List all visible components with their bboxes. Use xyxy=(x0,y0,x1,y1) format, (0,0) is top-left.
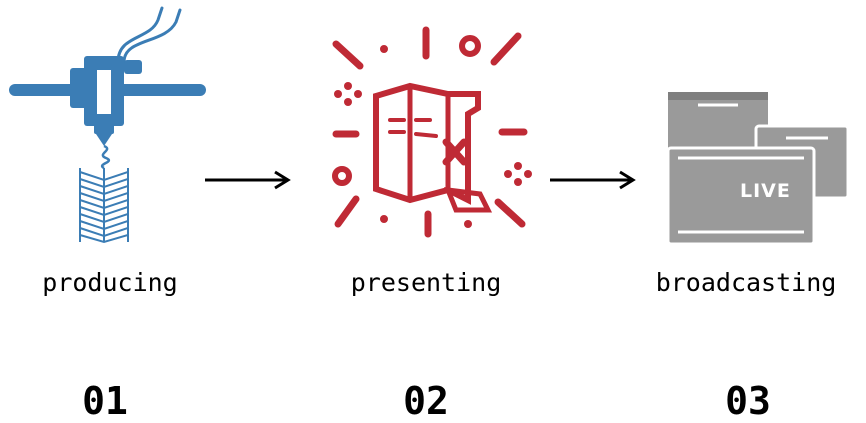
step-label-presenting: presenting xyxy=(350,268,502,297)
step-label-producing: producing xyxy=(42,268,178,297)
treasure-map-icon xyxy=(332,26,532,238)
step-number-01: 01 xyxy=(82,379,128,423)
arrow-right-icon xyxy=(550,170,636,190)
step-number-02: 02 xyxy=(403,379,449,423)
step-label-broadcasting: broadcasting xyxy=(655,268,837,297)
live-broadcast-icon: LIVE xyxy=(668,92,848,244)
step-number-03: 03 xyxy=(725,379,771,423)
3d-printer-icon xyxy=(9,6,206,244)
live-badge: LIVE xyxy=(740,180,791,202)
arrow-right-icon xyxy=(205,170,291,190)
